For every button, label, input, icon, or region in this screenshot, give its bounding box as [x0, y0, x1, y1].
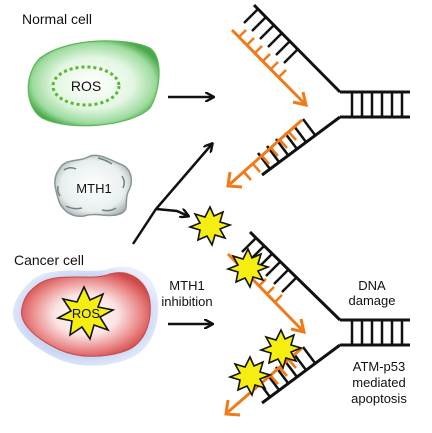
mth1-protein [54, 154, 133, 217]
new-strand-upper [230, 28, 306, 105]
template-strand-lower [261, 115, 341, 177]
damage-burst-3 [258, 328, 304, 371]
apoptosis-line2: mediated [352, 375, 405, 390]
ros-normal-ring [51, 65, 121, 107]
normal-cell [27, 40, 160, 127]
new-strand-lower-arrowhead [226, 171, 243, 189]
damage-burst-1 [187, 205, 233, 248]
mth1-texture [57, 157, 126, 212]
damage-burst-2 [225, 247, 271, 290]
new-strand-upper-arrowhead-2 [290, 318, 307, 335]
replication-fork-normal [226, 3, 410, 189]
apoptosis-line3: apoptosis [351, 391, 407, 406]
new-upper-rungs [238, 29, 287, 78]
new-strand-lower-arrowhead-2 [224, 399, 241, 417]
mth1-label: MTH1 [76, 181, 111, 196]
inhibition-label-line1: MTH1 [169, 278, 204, 293]
template-upper-rungs [243, 8, 299, 64]
normal-cell-label: Normal cell [22, 11, 92, 27]
new-strand-lower [229, 118, 303, 186]
new-lower-rungs-2 [270, 359, 297, 385]
inhibition-label-line2: inhibition [161, 294, 212, 309]
new-strand-upper-arrowhead [292, 91, 309, 108]
dna-damage-line1: DNA [358, 278, 386, 293]
new-lower-rungs [243, 131, 297, 181]
template-strand-upper-2 [248, 230, 342, 322]
apoptosis-line1: ATM-p53 [353, 359, 406, 374]
ros-cancer-label: ROS [72, 306, 101, 321]
ros-normal-label: ROS [71, 78, 101, 94]
damage-burst-4 [227, 355, 273, 398]
parent-rungs [350, 92, 404, 117]
damage-starbursts [187, 205, 304, 398]
ros-cancer-starburst [55, 285, 116, 341]
arrow-mth1-to-damage [155, 207, 188, 216]
template-strand-lower-2 [261, 343, 341, 405]
cancer-cell-label: Cancer cell [14, 252, 84, 268]
parent-rungs-2 [350, 320, 404, 345]
dna-damage-line2: damage [349, 293, 396, 308]
